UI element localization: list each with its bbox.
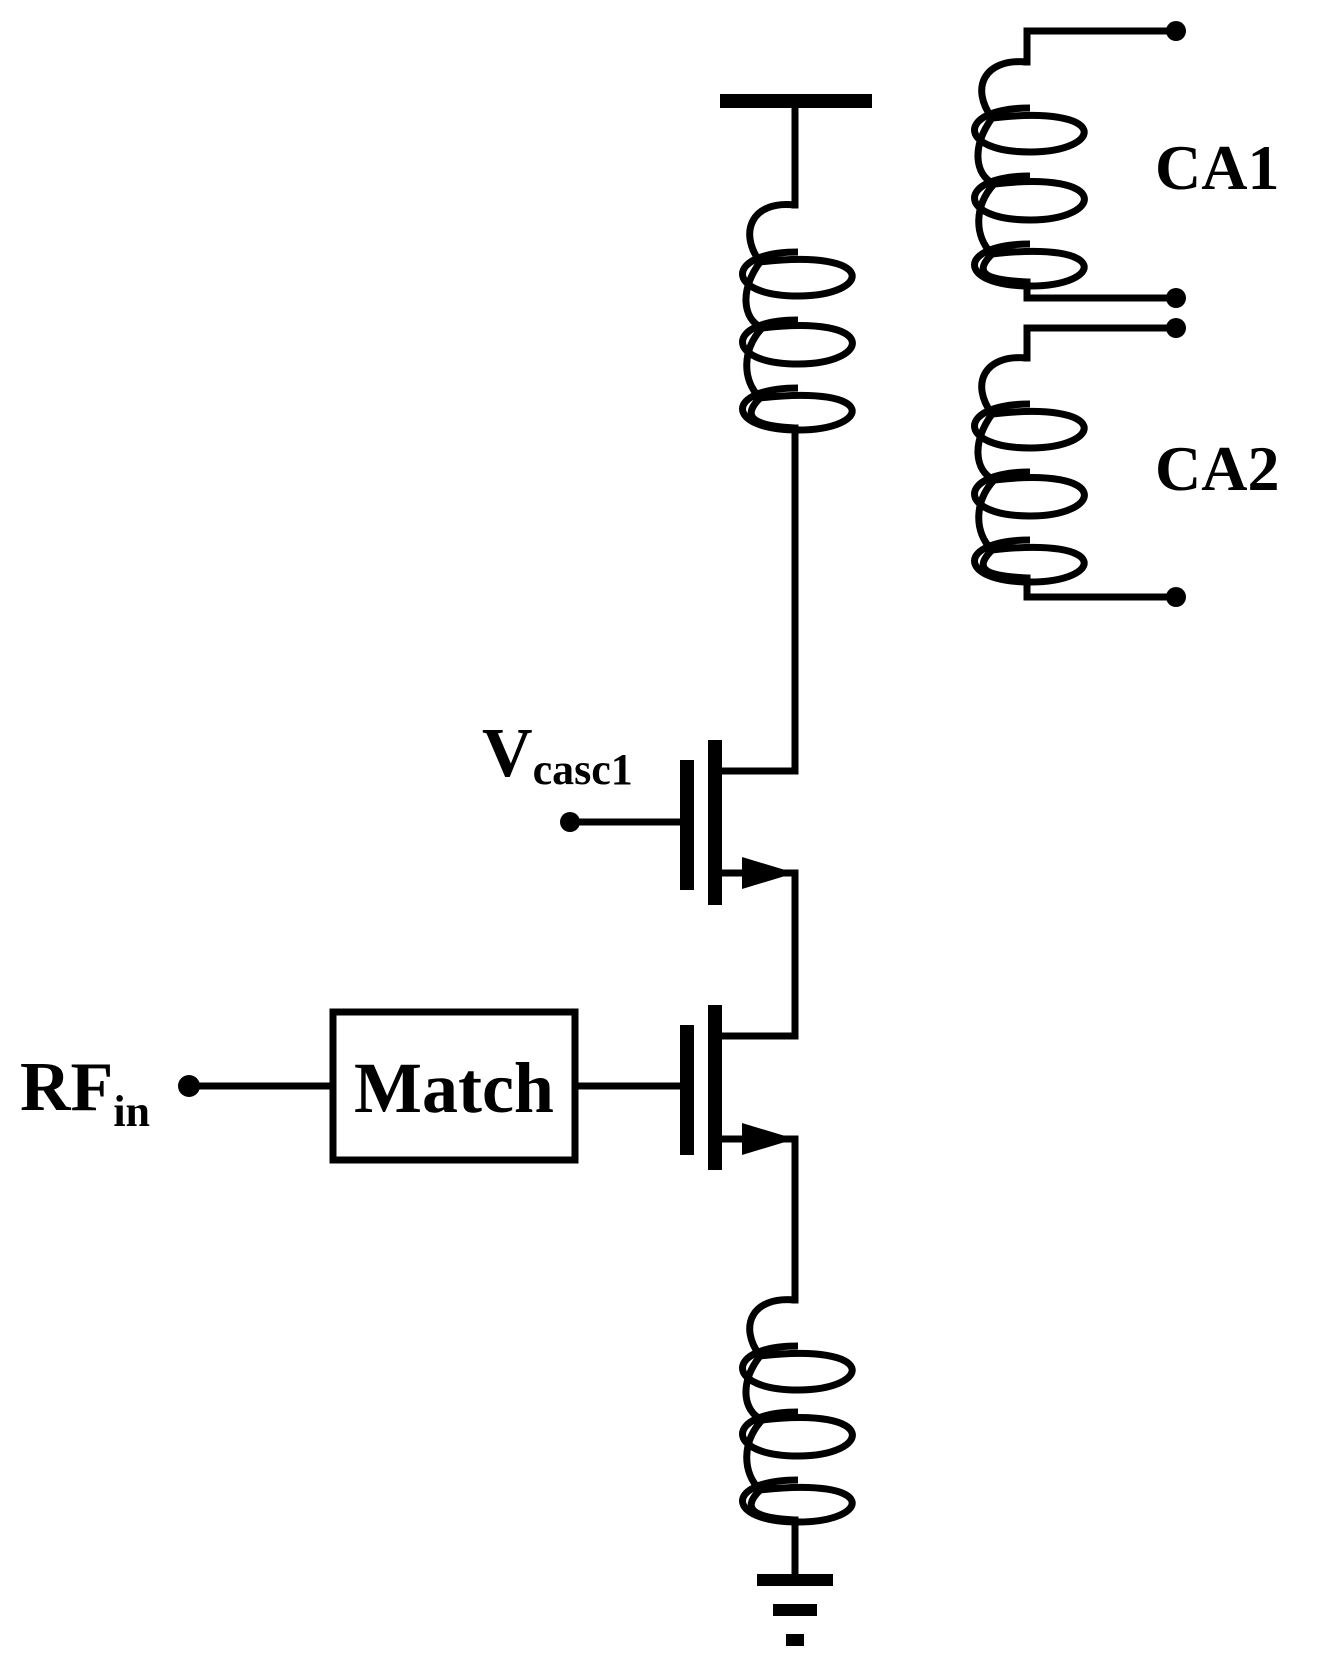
load-inductor [739, 201, 856, 434]
ground-icon [757, 1574, 833, 1646]
ca2-label: CA2 [1155, 433, 1279, 504]
ca2-coil [971, 318, 1186, 607]
degeneration-inductor [739, 1296, 856, 1526]
ca1-coil [971, 21, 1186, 308]
input-transistor [680, 1005, 799, 1170]
vcasc1-label: Vcasc1 [482, 715, 633, 794]
match-label: Match [354, 1048, 554, 1128]
cascode-transistor [560, 740, 799, 905]
ca1-label: CA1 [1155, 132, 1279, 203]
rf-in-label: RFin [20, 1049, 150, 1136]
